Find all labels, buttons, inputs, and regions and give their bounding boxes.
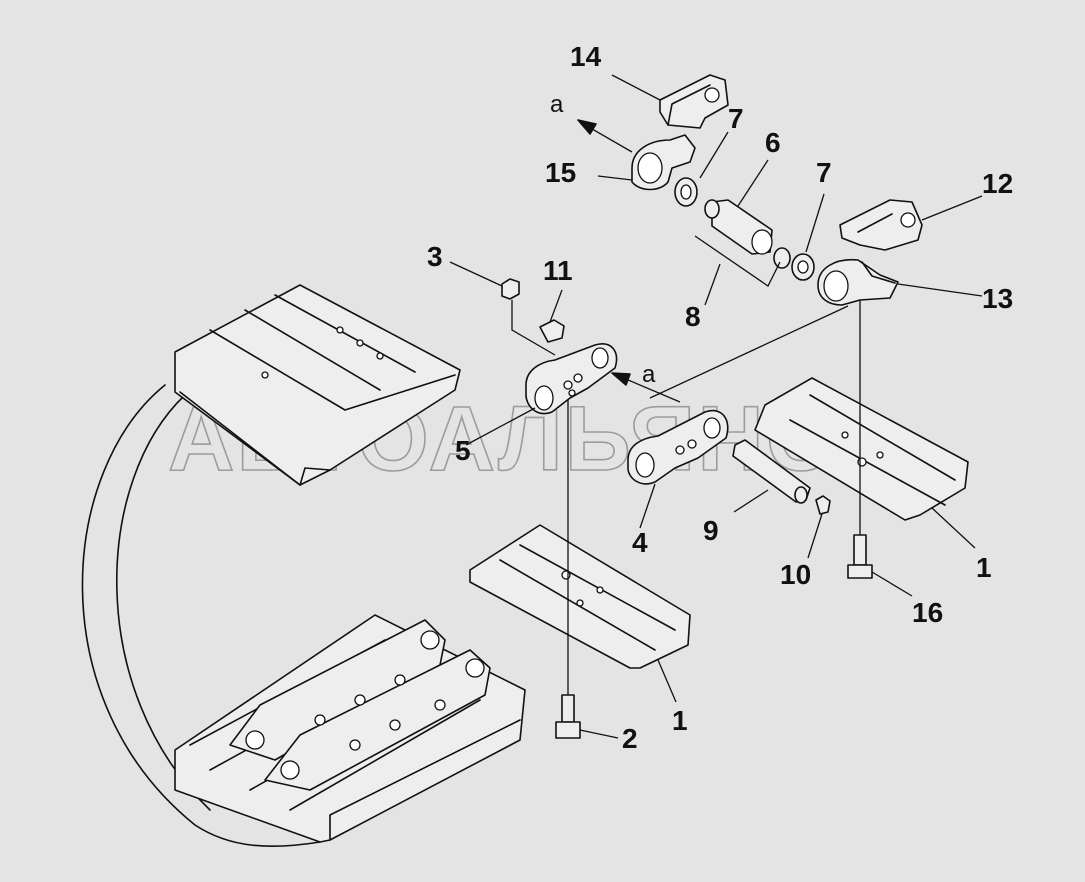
leader-12 [921, 195, 983, 221]
arrow-a-lower-head [611, 372, 631, 386]
leader-5 [465, 407, 536, 446]
part-7-seal-right [773, 247, 815, 281]
leader-10 [807, 513, 823, 559]
callout-11: 11 [543, 255, 573, 286]
part-7-seal-left [674, 177, 698, 207]
leader-1b [657, 659, 677, 703]
part-9-pin [732, 439, 811, 504]
leader-3-down [511, 300, 556, 356]
callout-7-right: 7 [816, 157, 832, 188]
part-1-shoe-right [754, 377, 969, 521]
arrow-label-a-upper: a [550, 91, 564, 118]
leader-7a [699, 131, 729, 179]
leader-16 [871, 571, 913, 597]
part-14-master-link-upper [659, 74, 729, 129]
leader-6 [737, 159, 769, 207]
part-15-master-link [631, 134, 696, 191]
callout-1-right: 1 [976, 552, 992, 583]
callout-3: 3 [427, 241, 443, 272]
arrow-a-upper-head [577, 119, 597, 135]
part-5-track-link [525, 343, 618, 415]
part-4-track-link [627, 409, 729, 485]
callout-16: 16 [912, 597, 943, 628]
part-11-bolt [539, 319, 565, 343]
part-6-bushing [704, 199, 773, 255]
leader-9 [733, 489, 769, 513]
callout-1-center: 1 [672, 705, 688, 736]
leader-1a [931, 507, 976, 549]
callout-4: 4 [632, 527, 648, 558]
callout-8: 8 [685, 301, 701, 332]
track-loop [81, 284, 526, 848]
part-3-nut [501, 278, 520, 300]
part-13-master-link [817, 259, 899, 306]
leader-15 [597, 175, 633, 181]
leader-2 [579, 729, 619, 739]
part-10-spacer [815, 495, 831, 515]
callout-12: 12 [982, 168, 1013, 199]
part-2-bolt [555, 694, 581, 739]
part-1-shoe-center [469, 524, 691, 669]
leader-7b [805, 193, 825, 253]
leader-14 [611, 74, 661, 101]
part-16-bolt [847, 534, 873, 579]
leader-11 [549, 289, 563, 323]
leader-3 [449, 261, 503, 287]
callout-2: 2 [622, 723, 638, 754]
leader-4 [639, 483, 656, 529]
callout-5: 5 [455, 435, 471, 466]
callout-13: 13 [982, 283, 1013, 314]
callout-10: 10 [780, 559, 811, 590]
part-12-master-link [839, 199, 923, 251]
callout-7-left: 7 [728, 103, 744, 134]
leader-8 [704, 263, 721, 306]
bracket-a-line [649, 305, 849, 399]
callout-15: 15 [545, 157, 576, 188]
leader-13 [897, 283, 983, 297]
bracket-8 [694, 235, 781, 287]
callout-6: 6 [765, 127, 781, 158]
arrow-label-a-lower: a [642, 361, 656, 388]
callout-14: 14 [570, 41, 602, 72]
callout-9: 9 [703, 515, 719, 546]
